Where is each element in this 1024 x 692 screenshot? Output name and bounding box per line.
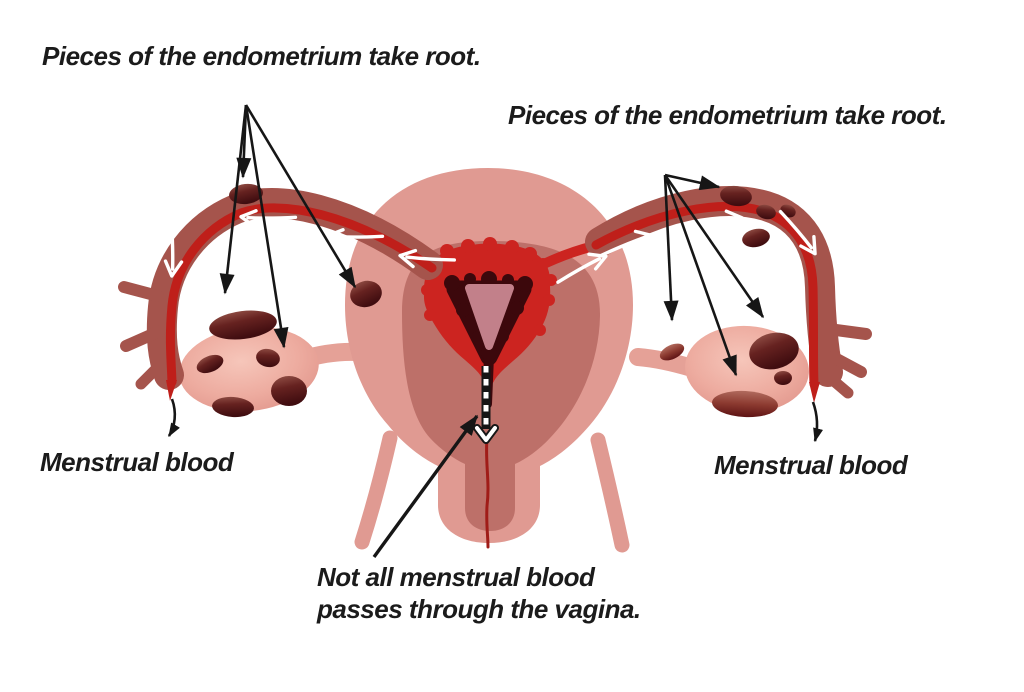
uterine-cavity — [465, 284, 514, 350]
annotation-arrow-icon — [663, 174, 679, 322]
label-endometrium-take-root-left: Pieces of the endometrium take root. — [42, 41, 481, 71]
endometrial-implant — [712, 390, 778, 418]
fimbria — [822, 370, 854, 399]
round-ligament-left — [354, 430, 398, 550]
endometrial-implant — [209, 310, 277, 340]
annotation-arrow-icon — [663, 174, 765, 319]
fimbria — [135, 353, 172, 390]
fimbria — [118, 281, 164, 302]
endometrial-implant — [212, 396, 254, 418]
dashed-arrowhead — [475, 426, 497, 442]
annotation-arrow-icon — [244, 104, 357, 289]
label-bottom-note: Not all menstrual blood passes through t… — [317, 561, 641, 625]
ovary-right — [659, 325, 809, 418]
annotation-arrow-icon — [811, 401, 824, 443]
endometrial-implant — [742, 228, 770, 248]
endometrial-implant — [256, 348, 280, 368]
annotation-arrow-icon — [663, 174, 738, 377]
fimbria — [827, 351, 867, 378]
fimbria — [120, 325, 166, 352]
endometrial-implant — [196, 354, 224, 374]
annotation-arrows — [167, 104, 824, 559]
cervix-dashed-arrow — [473, 366, 499, 444]
label-menstrual-blood-right: Menstrual blood — [714, 450, 908, 480]
endometrial-implant — [749, 332, 799, 370]
fallopian-tube-left — [118, 188, 443, 401]
annotation-arrow-icon — [372, 414, 479, 559]
tube-left-blood-channel — [165, 203, 437, 387]
fimbria — [830, 324, 872, 340]
endometrial-implant — [271, 376, 307, 406]
label-menstrual-blood-left: Menstrual blood — [40, 447, 234, 477]
endometrial-implant — [720, 185, 752, 207]
endometrial-implant — [659, 343, 685, 361]
endometrial-implant — [774, 371, 792, 385]
round-ligament-right — [590, 432, 630, 553]
tube-right-blood-channel — [591, 202, 819, 389]
endometrial-implant — [756, 204, 776, 220]
fallopian-tube-right — [585, 186, 872, 403]
endometrial-implant — [350, 280, 382, 308]
vaginal-blood-line — [485, 436, 490, 549]
annotation-arrow-icon — [219, 104, 248, 295]
annotation-arrow-icon — [167, 398, 180, 438]
blood-drip-right — [809, 382, 820, 403]
annotation-arrow-icon — [664, 173, 721, 191]
blood-drip-left — [166, 380, 177, 401]
annotation-arrow-icon — [244, 104, 289, 349]
label-endometrium-take-root-right: Pieces of the endometrium take root. — [508, 100, 947, 130]
ovary-left — [179, 310, 319, 418]
bottom-note-line2: passes through the vagina. — [317, 594, 641, 624]
bottom-note-line1: Not all menstrual blood — [317, 562, 595, 592]
